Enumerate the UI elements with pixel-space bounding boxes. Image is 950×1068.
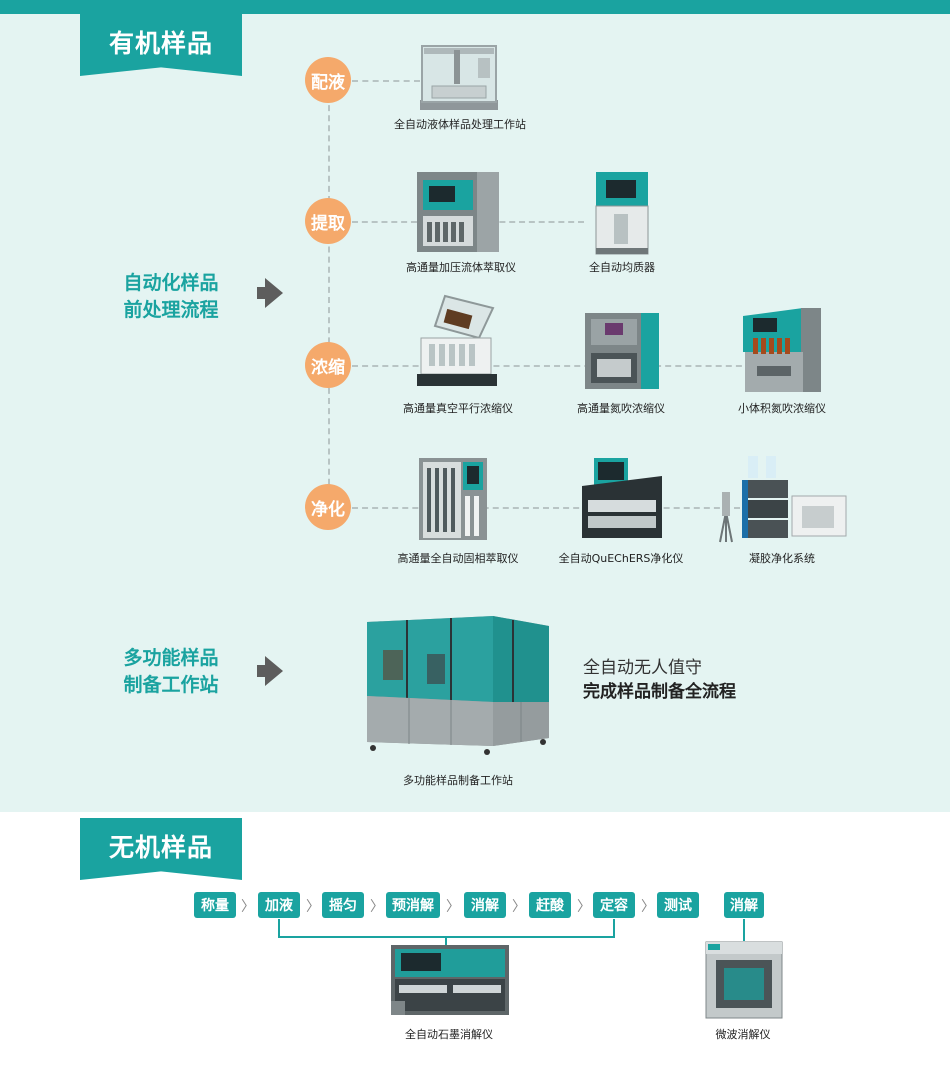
connector-line <box>352 80 420 82</box>
chevron-right-icon: 〉 <box>241 899 255 915</box>
vacuum-concentrator-image <box>415 294 499 390</box>
pretreatment-flow-label: 自动化样品 前处理流程 <box>111 270 231 324</box>
tagline-line2: 完成样品制备全流程 <box>583 682 736 702</box>
process-step-chip: 称量 <box>194 892 236 918</box>
chip-label: 消解 <box>730 898 758 914</box>
chip-label: 加液 <box>265 898 293 914</box>
chevron-right-icon: 〉 <box>306 899 320 915</box>
graphite-digester-caption: 全自动石墨消解仪 <box>405 1028 493 1041</box>
quechers-image <box>580 456 664 540</box>
workstation-label: 多功能样品 制备工作站 <box>111 645 231 699</box>
inorganic-section-ribbon: 无机样品 <box>80 818 242 880</box>
process-step-chip: 预消解 <box>386 892 440 918</box>
bracket-line <box>743 919 745 941</box>
quechers-caption: 全自动QuEChERS净化仪 <box>558 552 684 565</box>
graphite-digester-image <box>389 943 511 1017</box>
chip-label: 称量 <box>201 898 229 914</box>
bracket-line <box>445 937 447 947</box>
chip-label: 摇匀 <box>329 898 357 914</box>
process-step-chip: 定容 <box>593 892 635 918</box>
nitrogen-concentrator-caption: 高通量氮吹浓缩仪 <box>577 402 665 415</box>
connector-line <box>352 507 740 509</box>
microwave-digester-caption: 微波消解仪 <box>715 1028 771 1041</box>
microwave-step-chip: 消解 <box>724 892 764 918</box>
step-label: 提取 <box>311 213 345 234</box>
chip-label: 测试 <box>664 898 692 914</box>
process-step-chip: 摇匀 <box>322 892 364 918</box>
step-circle-concentration: 浓缩 <box>305 342 351 388</box>
step-label: 净化 <box>311 499 345 520</box>
pretreatment-label-line1: 自动化样品 <box>123 272 219 294</box>
homogenizer-caption: 全自动均质器 <box>589 261 655 274</box>
chevron-right-icon: 〉 <box>512 899 526 915</box>
spe-extractor-caption: 高通量全自动固相萃取仪 <box>397 552 519 565</box>
step-circle-purification: 净化 <box>305 484 351 530</box>
chip-label: 预消解 <box>392 898 434 914</box>
workstation-label-line1: 多功能样品 <box>123 647 219 669</box>
liquid-workstation-image <box>418 42 500 112</box>
small-nitrogen-concentrator-caption: 小体积氮吹浓缩仪 <box>738 402 826 415</box>
process-step-chip: 测试 <box>657 892 699 918</box>
pretreatment-label-line2: 前处理流程 <box>123 299 219 321</box>
pfe-extractor-image <box>415 170 501 254</box>
process-step-chip: 赶酸 <box>529 892 571 918</box>
step-label: 浓缩 <box>311 357 345 378</box>
flow-vertical-connector <box>328 95 330 505</box>
process-step-chip: 消解 <box>464 892 506 918</box>
spe-extractor-image <box>417 456 489 542</box>
chevron-right-icon: 〉 <box>446 899 460 915</box>
multi-workstation-caption: 多功能样品制备工作站 <box>403 774 513 787</box>
organic-section-title: 有机样品 <box>108 29 213 58</box>
chevron-right-icon: 〉 <box>577 899 591 915</box>
step-circle-dosing: 配液 <box>305 57 351 103</box>
chip-label: 定容 <box>600 898 628 914</box>
pfe-extractor-caption: 高通量加压流体萃取仪 <box>406 261 516 274</box>
right-arrow-icon <box>257 656 283 686</box>
connector-line <box>352 365 752 367</box>
right-arrow-icon <box>257 278 283 308</box>
chip-label: 消解 <box>471 898 499 914</box>
multi-workstation-image <box>363 610 551 756</box>
workstation-tagline: 全自动无人值守 完成样品制备全流程 <box>583 656 736 704</box>
bracket-line <box>278 919 280 937</box>
chip-label: 赶酸 <box>536 898 564 914</box>
organic-section-ribbon: 有机样品 <box>80 14 242 76</box>
small-nitrogen-concentrator-image <box>739 304 825 394</box>
liquid-workstation-caption: 全自动液体样品处理工作站 <box>394 118 526 131</box>
gpc-system-caption: 凝胶净化系统 <box>749 552 815 565</box>
homogenizer-image <box>592 170 652 256</box>
top-accent-strip <box>0 0 950 14</box>
microwave-digester-image <box>704 940 784 1020</box>
gpc-system-image <box>718 452 850 544</box>
bracket-line <box>613 919 615 937</box>
nitrogen-concentrator-image <box>583 311 661 391</box>
process-step-chip: 加液 <box>258 892 300 918</box>
step-circle-extraction: 提取 <box>305 198 351 244</box>
tagline-line1: 全自动无人值守 <box>583 658 702 678</box>
chevron-right-icon: 〉 <box>370 899 384 915</box>
step-label: 配液 <box>311 72 345 93</box>
inorganic-section-title: 无机样品 <box>108 833 213 862</box>
workstation-label-line2: 制备工作站 <box>123 674 219 696</box>
vacuum-concentrator-caption: 高通量真空平行浓缩仪 <box>403 402 513 415</box>
chevron-right-icon: 〉 <box>641 899 655 915</box>
